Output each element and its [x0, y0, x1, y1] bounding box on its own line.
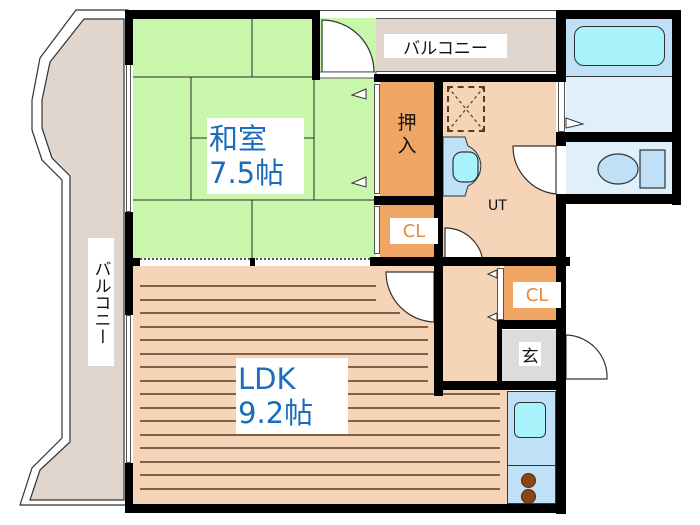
- wall: [556, 194, 680, 204]
- ldk-name: LDK: [238, 362, 296, 396]
- washitsu-name: 和室: [209, 122, 268, 156]
- wall: [434, 74, 443, 396]
- window-left-lower: [126, 315, 131, 463]
- sliding-door-closet: [374, 206, 380, 254]
- washer-space: [447, 86, 485, 132]
- wall: [556, 194, 566, 514]
- genkan-text: 玄: [521, 346, 539, 367]
- sink-icon: [514, 402, 546, 438]
- room-oshiire: [380, 82, 434, 197]
- wall: [125, 10, 320, 19]
- balcony-top-label: バルコニー: [384, 34, 507, 59]
- genkan-label: 玄: [519, 342, 541, 367]
- wall: [497, 320, 559, 329]
- kitchen-divider: [507, 465, 556, 466]
- sliding-door-oshiire: [374, 84, 380, 194]
- wall: [125, 10, 133, 65]
- room-bath-wash: [566, 76, 672, 132]
- wall: [125, 504, 565, 513]
- balcony-top-text: バルコニー: [403, 38, 488, 59]
- bathtub-icon: [574, 26, 665, 66]
- balcony-left-label: バルコニー: [88, 238, 114, 366]
- wall: [556, 10, 566, 80]
- wall: [125, 258, 140, 266]
- wall: [374, 196, 438, 205]
- wall: [556, 10, 680, 19]
- wall: [672, 10, 681, 205]
- oshiire-label: 押入: [393, 112, 421, 158]
- ldk-label: LDK 9.2帖: [236, 358, 348, 434]
- closet-upper-label: CL: [390, 218, 438, 244]
- wall: [312, 10, 320, 80]
- closet-upper-text: CL: [402, 220, 426, 242]
- closet-lower-label: CL: [513, 282, 561, 308]
- ldk-size: 9.2帖: [238, 396, 314, 430]
- stove-burner-icon: [521, 473, 536, 488]
- sliding-door-washitsu-ldk: [140, 258, 370, 263]
- washitsu-size: 7.5帖: [209, 156, 285, 190]
- sliding-door-closet-hall: [497, 268, 504, 320]
- balcony-left-text: バルコニー: [90, 259, 111, 345]
- wall: [250, 258, 255, 266]
- wall: [370, 257, 570, 266]
- stove-burner-icon: [521, 489, 536, 504]
- wall: [374, 74, 566, 82]
- room-hallway: [443, 266, 500, 386]
- wall: [497, 320, 502, 385]
- wall: [434, 381, 559, 390]
- utility-label: UT: [488, 198, 507, 214]
- utility-text: UT: [488, 198, 507, 214]
- wall: [556, 132, 680, 142]
- wall: [125, 463, 133, 513]
- oshiire-text: 押入: [397, 112, 417, 157]
- washitsu-label: 和室 7.5帖: [207, 118, 304, 194]
- closet-lower-text: CL: [525, 284, 549, 306]
